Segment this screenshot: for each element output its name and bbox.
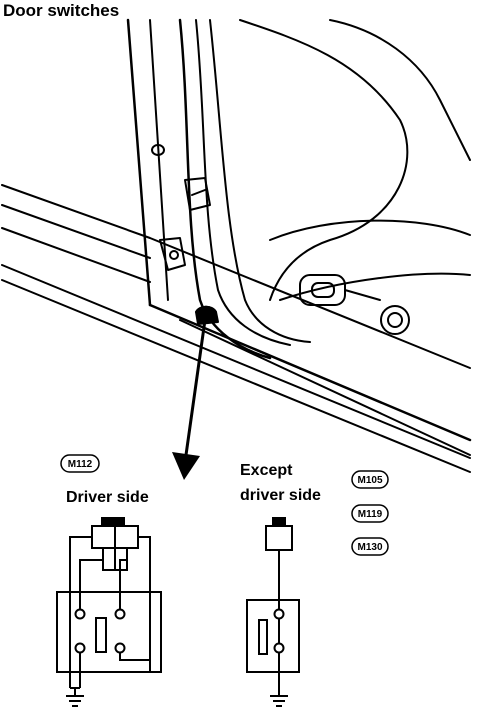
connector-code-badge: [60, 454, 100, 473]
connector-code-badge: [351, 537, 389, 556]
connector-code-badge: [351, 504, 389, 523]
diagram-title: Door switches: [3, 1, 119, 20]
except-driver-switch-schematic: [246, 517, 300, 707]
connector-code-list: M105 M119 M130: [351, 470, 389, 556]
connector-code: M130: [357, 542, 382, 553]
connector-code: M112: [68, 459, 93, 470]
pointer-arrow: [172, 319, 207, 480]
connector-code: M119: [358, 509, 383, 520]
driver-side-section: M112 Driver side: [56, 454, 162, 707]
driver-switch-terminals: [74, 608, 126, 654]
door-opening-illustration: [1, 18, 472, 473]
except-driver-side-section: Except driver side M105 M119 M130: [240, 462, 389, 707]
except-driver-label-line2: driver side: [240, 487, 321, 504]
connector-code: M105: [357, 475, 382, 486]
except-driver-label-line1: Except: [240, 462, 293, 479]
except-driver-switch-terminals: [273, 608, 285, 654]
driver-side-label: Driver side: [66, 489, 149, 506]
connector-code-badge: [351, 470, 389, 489]
driver-switch-schematic: [56, 517, 162, 707]
